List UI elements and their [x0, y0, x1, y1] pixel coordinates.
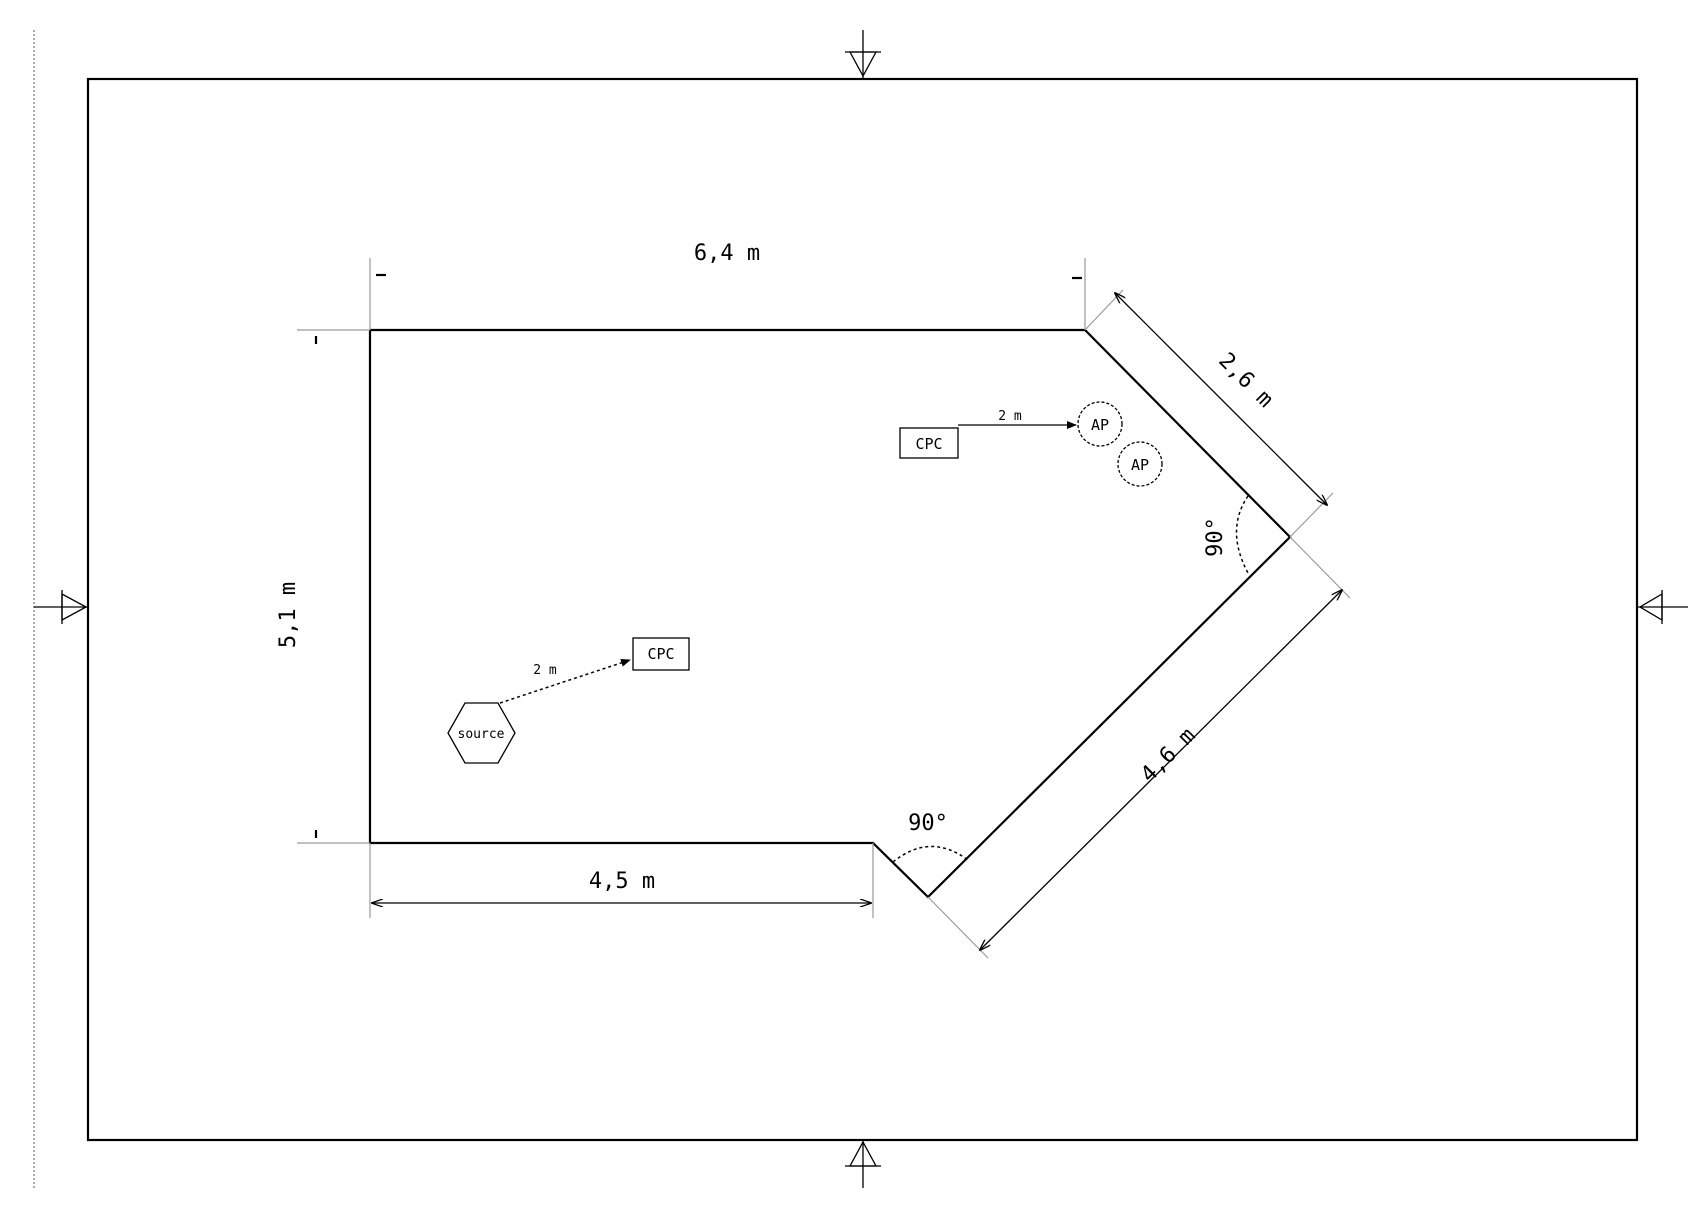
dimension-bottom: 4,5 m: [372, 869, 871, 903]
ap-1-label: AP: [1091, 416, 1109, 434]
dimension-diag-lower: 4,6 m: [980, 590, 1342, 950]
cpc-box-lower: CPC: [632, 637, 690, 671]
dimension-top-label: 6,4 m: [694, 241, 760, 266]
cpc-lower-label: CPC: [647, 645, 674, 663]
dimension-diag-lower-label: 4,6 m: [1136, 723, 1201, 788]
section-marker-bottom: [845, 1140, 881, 1188]
ext-line-diag-4: [927, 896, 989, 959]
section-marker-left: [34, 590, 88, 624]
link-upper: 2 m: [958, 409, 1077, 429]
link-lower: 2 m: [499, 659, 631, 704]
ext-line-diag-2: [1289, 492, 1334, 538]
dimension-left-label: 5,1 m: [276, 582, 301, 648]
dimension-bottom-label: 4,5 m: [589, 869, 655, 894]
section-marker-right: [1637, 590, 1688, 624]
ext-line-diag-3: [1289, 536, 1351, 599]
outer-frame: [86, 77, 1639, 1142]
ap-2-label: AP: [1131, 456, 1149, 474]
section-marker-top: [845, 30, 881, 79]
dimension-diag-upper-label: 2,6 m: [1213, 348, 1278, 413]
dimension-top: 6,4 m: [376, 241, 1082, 280]
dimension-left: 5,1 m: [276, 336, 318, 838]
room-outline: [368, 328, 1292, 899]
angle-bottom: 90°: [892, 811, 969, 863]
source-label: source: [458, 727, 505, 742]
link-lower-label: 2 m: [533, 663, 557, 678]
angle-bottom-label: 90°: [908, 811, 948, 836]
cpc-box-upper: CPC: [899, 427, 959, 459]
ap-device-2: AP: [1117, 441, 1163, 487]
angle-right: 90°: [1203, 495, 1249, 574]
link-upper-label: 2 m: [998, 409, 1022, 424]
cpc-upper-label: CPC: [915, 435, 942, 453]
angle-right-label: 90°: [1203, 517, 1228, 557]
ap-device-1: AP: [1077, 401, 1123, 447]
source-device: source: [447, 702, 516, 764]
